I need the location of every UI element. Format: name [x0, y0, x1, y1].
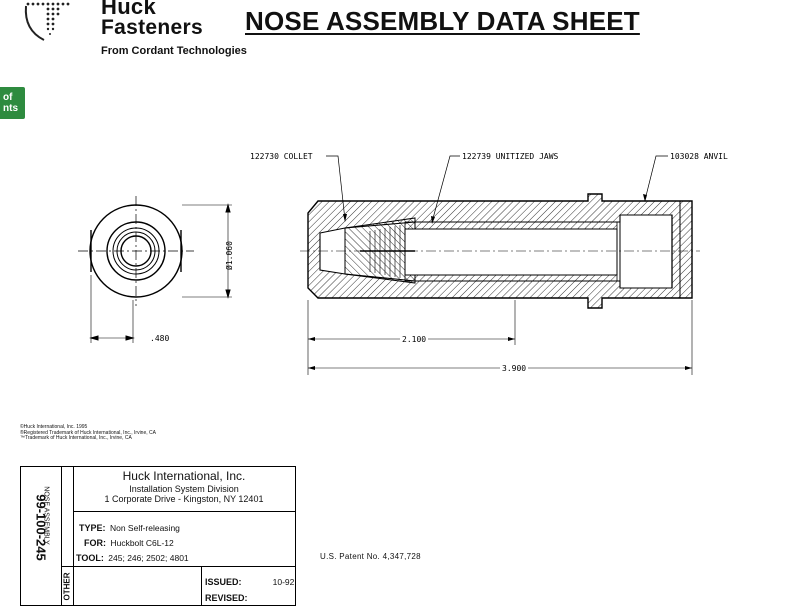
brand-name-line1: Huck	[101, 0, 156, 19]
jaws-callout: 122739 UNITIZED JAWS	[462, 152, 559, 161]
type-value: Non Self-releasing	[109, 523, 180, 533]
copyright-line2: ®Registered Trademark of Huck Internatio…	[20, 429, 156, 436]
copyright-line1: ©Huck International, Inc. 1995	[20, 424, 88, 430]
company-division: Installation System Division	[129, 484, 239, 494]
company-address: 1 Corporate Drive - Kingston, NY 12401	[104, 494, 264, 504]
nose-assembly-drawing: Ø1.060 .480 122730	[78, 152, 728, 375]
huck-logo-icon	[24, 2, 70, 41]
title-block-mid-divider	[61, 566, 73, 567]
tool-label: TOOL:	[76, 553, 104, 563]
title-block-divider-2	[73, 566, 295, 567]
length-dimension-a: 2.100	[402, 335, 426, 344]
other-label: OTHER	[62, 572, 72, 601]
revised-row: REVISED:	[205, 588, 248, 606]
side-section-view	[300, 193, 700, 309]
collet-callout: 122730 COLLET	[250, 152, 313, 161]
end-width-dimension: .480	[150, 334, 169, 343]
side-tab-line2: nts	[3, 103, 18, 114]
title-block-left-column	[21, 467, 62, 605]
side-tab-button[interactable]: of nts	[0, 87, 25, 119]
for-label: FOR:	[84, 538, 106, 548]
issued-value: 10-92	[272, 577, 295, 587]
for-row: FOR: Huckbolt C6L-12	[84, 533, 174, 551]
length-dimension-b: 3.900	[502, 364, 526, 373]
patent-number: U.S. Patent No. 4,347,728	[320, 552, 421, 561]
title-block-divider-1	[73, 511, 295, 512]
end-view	[78, 196, 232, 343]
issued-label: ISSUED:	[205, 577, 242, 587]
title-block: 99-100-245 NOSE ASSEMBLY OTHER Huck Inte…	[20, 466, 296, 606]
issued-row: ISSUED: 10-92	[205, 572, 294, 590]
brand-subtitle: From Cordant Technologies	[101, 45, 247, 57]
tool-row: TOOL: 245; 246; 2502; 4801	[76, 548, 189, 566]
for-value: Huckbolt C6L-12	[110, 538, 174, 548]
copyright-line3: ™Trademark of Huck International, Inc., …	[20, 435, 132, 441]
brand-name-line2: Fasteners	[101, 16, 203, 39]
diameter-dimension: Ø1.060	[224, 241, 234, 270]
revised-label: REVISED:	[205, 593, 248, 603]
side-tab-line1: of	[3, 92, 13, 103]
type-label: TYPE:	[79, 523, 106, 533]
page-title: NOSE ASSEMBLY DATA SHEET	[245, 6, 640, 36]
type-row: TYPE: Non Self-releasing	[79, 518, 180, 536]
copyright-notice: ©Huck International, Inc. 1995 ®Register…	[20, 424, 156, 442]
title-block-mid-column	[61, 467, 74, 605]
title-block-vertical-divider	[201, 566, 202, 605]
anvil-callout: 103028 ANVIL	[670, 152, 728, 161]
tool-value: 245; 246; 2502; 4801	[108, 553, 189, 563]
category-label: NOSE ASSEMBLY	[42, 486, 50, 545]
company-name: Huck International, Inc.	[122, 469, 246, 483]
